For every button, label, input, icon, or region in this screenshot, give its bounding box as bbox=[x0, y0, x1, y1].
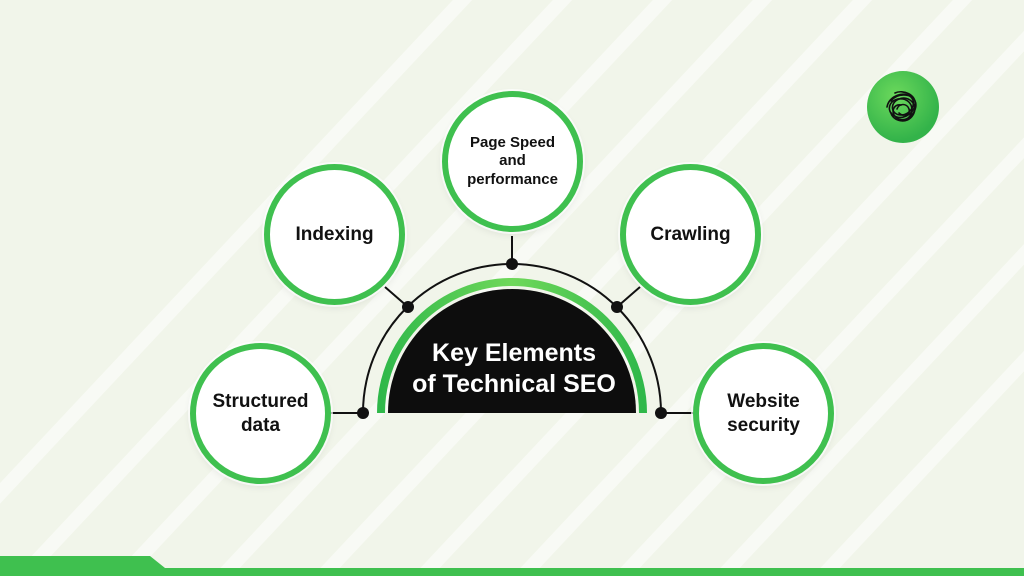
bottom-green-band bbox=[0, 556, 1024, 576]
center-title: Key Elements of Technical SEO bbox=[412, 339, 616, 399]
element-crawling: Crawling bbox=[620, 164, 761, 305]
center-half-disk bbox=[388, 289, 636, 413]
element-label: Page Speed and performance bbox=[467, 134, 558, 188]
green-ring bbox=[377, 278, 647, 414]
element-label: Indexing bbox=[295, 223, 374, 245]
element-label: Structured data bbox=[212, 391, 309, 436]
element-label: Crawling bbox=[650, 223, 731, 245]
element-structured-data: Structured data bbox=[190, 343, 331, 484]
element-website-security: Website security bbox=[693, 343, 834, 484]
element-label: Website security bbox=[727, 391, 800, 436]
element-page-speed: Page Speed and performance bbox=[442, 91, 583, 232]
scribble-logo-icon bbox=[867, 71, 939, 143]
scribble-icon bbox=[886, 90, 917, 122]
connector-dots bbox=[357, 258, 667, 419]
element-indexing: Indexing bbox=[264, 164, 405, 305]
